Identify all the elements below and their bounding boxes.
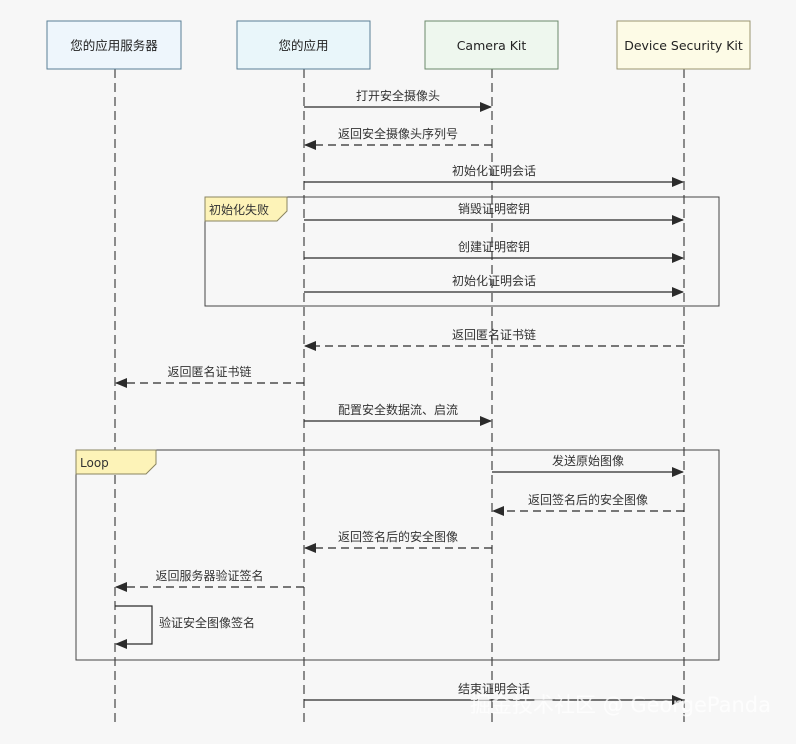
message: 返回安全摄像头序列号 xyxy=(304,126,492,150)
participant-camera: Camera Kit xyxy=(424,20,559,70)
message: 发送原始图像 xyxy=(492,453,684,477)
fragment-label: Loop xyxy=(80,456,109,470)
fragment-frame xyxy=(75,449,720,661)
fragment-init-failure: 初始化失败 xyxy=(204,196,720,307)
message: 配置安全数据流、启流 xyxy=(304,402,492,426)
watermark-text: 掘金技术社区 @ GeorgePanda xyxy=(470,693,771,717)
message: 返回签名后的安全图像 xyxy=(492,492,684,516)
message: 创建证明密钥 xyxy=(304,239,684,263)
message: 初始化证明会话 xyxy=(304,164,684,187)
fragment-tag xyxy=(204,196,288,222)
message: 验证安全图像签名 xyxy=(115,605,255,649)
message: 打开安全摄像头 xyxy=(304,88,492,112)
participant-label: Camera Kit xyxy=(457,38,527,53)
message-label: 返回匿名证书链 xyxy=(167,364,251,379)
message: 销毁证明密钥 xyxy=(304,201,684,225)
message: 返回匿名证书链 xyxy=(115,364,304,388)
fragment-tag xyxy=(75,449,157,475)
message-label: 打开安全摄像头 xyxy=(356,88,440,103)
message-label: 初始化证明会话 xyxy=(452,164,536,178)
participant-label: Device Security Kit xyxy=(624,38,743,53)
lifelines xyxy=(114,69,685,726)
message: 初始化证明会话 xyxy=(304,274,684,297)
message-label: 配置安全数据流、启流 xyxy=(338,402,458,417)
message-label: 发送原始图像 xyxy=(552,453,624,468)
messages: 打开安全摄像头返回安全摄像头序列号初始化证明会话销毁证明密钥创建证明密钥初始化证… xyxy=(115,88,684,705)
participant-box xyxy=(424,20,559,70)
message-arrow xyxy=(115,605,153,649)
message: 返回签名后的安全图像 xyxy=(304,529,492,553)
fragment-loop: Loop xyxy=(75,449,720,661)
participant-label: 您的应用服务器 xyxy=(70,38,158,53)
fragment-frame xyxy=(204,196,720,307)
participant-security: Device Security Kit xyxy=(616,20,751,70)
message-label: 返回匿名证书链 xyxy=(452,327,536,342)
participant-box xyxy=(236,20,371,70)
message: 返回匿名证书链 xyxy=(304,327,684,351)
participant-box xyxy=(616,20,751,70)
message: 结束证明会话 xyxy=(304,682,684,705)
message-label: 创建证明密钥 xyxy=(458,239,530,254)
message: 返回服务器验证签名 xyxy=(115,568,304,592)
message-label: 返回签名后的安全图像 xyxy=(338,529,458,544)
watermark: 掘金技术社区 @ GeorgePanda xyxy=(470,693,771,717)
message-label: 销毁证明密钥 xyxy=(458,201,530,216)
fragments: 初始化失败 Loop xyxy=(75,196,720,661)
message-label: 返回服务器验证签名 xyxy=(155,568,263,583)
message-label: 结束证明会话 xyxy=(458,682,530,696)
participant-app: 您的应用 xyxy=(236,20,371,70)
fragment-label: 初始化失败 xyxy=(209,202,269,217)
participants: 您的应用服务器 您的应用 Camera Kit Device Security Kit xyxy=(46,20,751,70)
participant-box xyxy=(46,20,182,70)
participant-server: 您的应用服务器 xyxy=(46,20,182,70)
message-label: 返回签名后的安全图像 xyxy=(528,492,648,507)
message-label: 返回安全摄像头序列号 xyxy=(338,126,458,141)
participant-label: 您的应用 xyxy=(278,38,328,53)
message-label: 验证安全图像签名 xyxy=(159,615,255,630)
message-label: 初始化证明会话 xyxy=(452,274,536,288)
